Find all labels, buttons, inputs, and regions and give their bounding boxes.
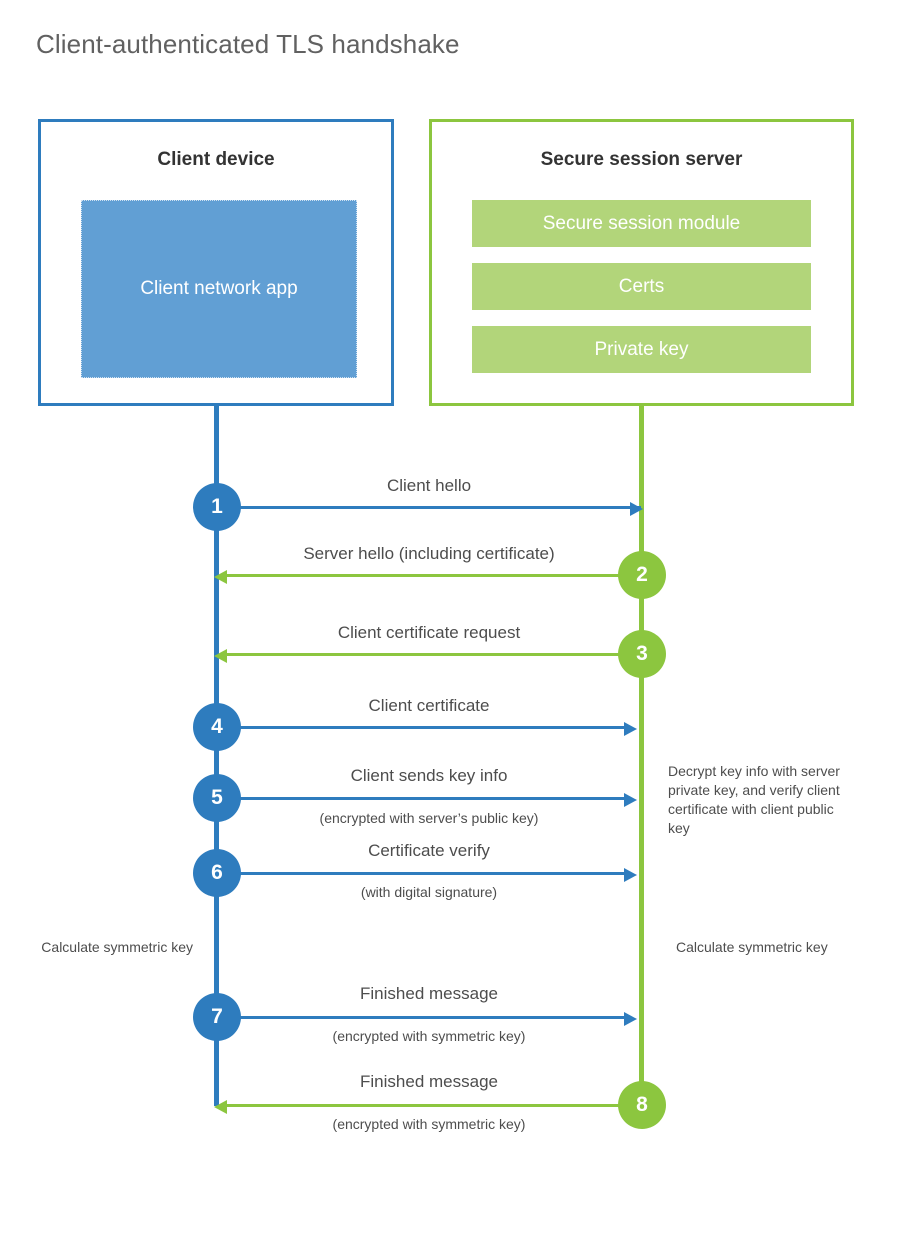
message-5-label: Client sends key info (350, 766, 508, 785)
step-circle-7[interactable]: 7 (193, 993, 241, 1041)
message-8-label: Finished message (360, 1072, 498, 1091)
step-circle-8[interactable]: 8 (618, 1081, 666, 1129)
server-component-secure-session-module: Secure session module (472, 200, 811, 247)
message-5-arrowhead (624, 793, 637, 807)
message-1-label: Client hello (386, 476, 472, 495)
message-6-label: Certificate verify (368, 841, 490, 860)
message-2-line (226, 574, 641, 577)
client-lifeline (214, 404, 219, 1106)
message-4-arrowhead (624, 722, 637, 736)
message-1-line (216, 506, 641, 509)
server-lifeline (639, 404, 644, 1106)
client-network-app-block: Client network app (81, 200, 357, 378)
step-circle-1[interactable]: 1 (193, 483, 241, 531)
client-device-title: Client device (157, 149, 275, 170)
step-circle-6[interactable]: 6 (193, 849, 241, 897)
message-1-arrowhead (630, 502, 643, 516)
client-device-box: Client device Client network app (38, 119, 394, 406)
secure-session-server-title: Secure session server (540, 149, 743, 170)
message-6-arrowhead (624, 868, 637, 882)
message-8-line (226, 1104, 641, 1107)
client-calculate-symmetric-key-note: Calculate symmetric key (41, 939, 193, 955)
message-7-arrowhead (624, 1012, 637, 1026)
message-6-line (216, 872, 631, 875)
message-3-line (226, 653, 641, 656)
server-component-certs: Certs (472, 263, 811, 310)
step-circle-3[interactable]: 3 (618, 630, 666, 678)
message-7-label: Finished message (360, 984, 498, 1003)
step-circle-5[interactable]: 5 (193, 774, 241, 822)
server-component-private-key: Private key (472, 326, 811, 373)
message-6-sublabel: (with digital signature) (360, 884, 498, 900)
server-decrypt-note: Decrypt key info with server private key… (668, 763, 840, 837)
message-7-sublabel: (encrypted with symmetric key) (332, 1028, 526, 1044)
message-2-label: Server hello (including certificate) (303, 544, 555, 563)
message-3-arrowhead (214, 649, 227, 663)
step-circle-4[interactable]: 4 (193, 703, 241, 751)
message-4-line (216, 726, 631, 729)
step-circle-2[interactable]: 2 (618, 551, 666, 599)
page-title: Client-authenticated TLS handshake (36, 29, 460, 59)
message-8-sublabel: (encrypted with symmetric key) (332, 1116, 526, 1132)
secure-session-server-box: Secure session server Secure session mod… (429, 119, 854, 406)
message-2-arrowhead (214, 570, 227, 584)
message-4-label: Client certificate (368, 696, 490, 715)
server-calculate-symmetric-key-note: Calculate symmetric key (676, 939, 828, 955)
message-5-line (216, 797, 631, 800)
message-8-arrowhead (214, 1100, 227, 1114)
message-3-label: Client certificate request (337, 623, 521, 642)
message-7-line (216, 1016, 631, 1019)
message-5-sublabel: (encrypted with server’s public key) (319, 810, 539, 826)
